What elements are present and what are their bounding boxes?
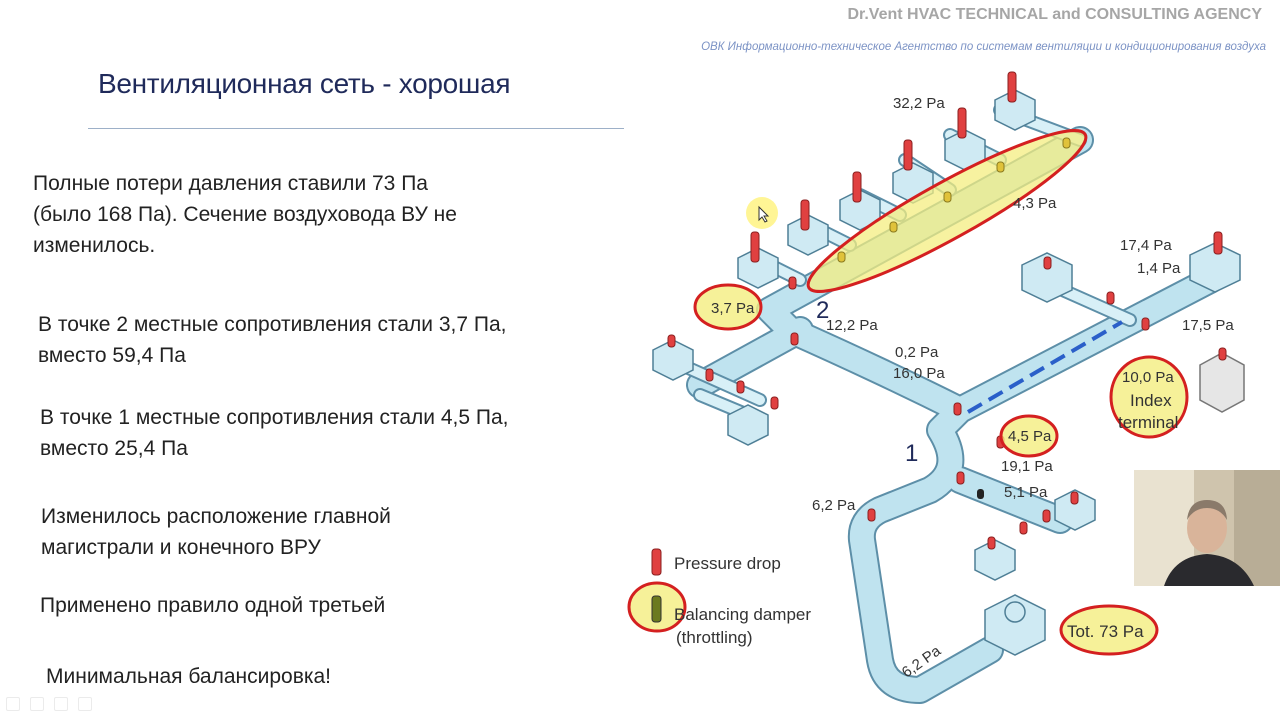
label-5-1: 5,1 Pa	[1004, 484, 1048, 501]
text-line: (было 168 Па). Сечение воздуховода ВУ не	[33, 203, 457, 226]
point-2-number: 2	[816, 297, 829, 324]
black-damper-marker	[977, 489, 984, 499]
label-17-5: 17,5 Pa	[1182, 317, 1234, 334]
slide-title: Вентиляционная сеть - хорошая	[98, 68, 511, 99]
paragraph-one-third-rule: Применено правило одной третьей	[40, 594, 386, 617]
slides-icon[interactable]	[54, 697, 68, 711]
fan-symbol	[1004, 601, 1026, 623]
text-line: изменилось.	[33, 234, 156, 257]
paragraph-minimal-balancing: Минимальная балансировка!	[46, 665, 332, 688]
label-3-7: 3,7 Pa	[711, 300, 755, 317]
agency-name: Dr.Vent HVAC TECHNICAL and CONSULTING AG…	[847, 6, 1262, 23]
text-line: Полные потери давления ставили 73 Па	[33, 172, 428, 195]
prev-slide-icon[interactable]	[6, 697, 20, 711]
terminal-units	[652, 89, 1241, 656]
text-line: Изменилось расположение главной	[41, 505, 391, 528]
label-16-0: 16,0 Pa	[893, 365, 945, 382]
balancing-damper-markers	[837, 137, 1071, 263]
point-1-number: 1	[905, 440, 918, 467]
title-divider	[88, 128, 624, 129]
paragraph-total-loss: Полные потери давления ставили 73 Па (бы…	[33, 168, 457, 261]
label-total: Tot. 73 Pa	[1067, 622, 1144, 641]
label-6-2-a: 6,2 Pa	[812, 497, 856, 514]
paragraph-point-1: В точке 1 местные сопротивления стали 4,…	[40, 402, 508, 464]
cursor-icon	[758, 205, 770, 223]
legend-pressure-drop-label: Pressure drop	[674, 554, 781, 573]
paragraph-point-2: В точке 2 местные сопротивления стали 3,…	[38, 309, 506, 371]
legend-balancing-damper-label: Balancing damper	[674, 605, 811, 624]
label-terminal: terminal	[1118, 413, 1178, 432]
label-0-2: 0,2 Pa	[895, 344, 939, 361]
label-17-4: 17,4 Pa	[1120, 237, 1172, 254]
pressure-drop-markers	[667, 71, 1227, 550]
text-line: В точке 1 местные сопротивления стали 4,…	[40, 406, 509, 429]
webcam-overlay	[1134, 470, 1280, 586]
highlight-3-7	[693, 283, 763, 331]
label-10-0: 10,0 Pa	[1122, 369, 1174, 386]
highlight-4-5	[999, 414, 1059, 458]
index-terminal-box	[1199, 352, 1245, 413]
highlight-index-terminal	[1109, 355, 1189, 439]
label-4-5: 4,5 Pa	[1008, 428, 1052, 445]
agency-subtitle: ОВК Информационно-техническое Агентство …	[701, 41, 1266, 53]
text-line: вместо 25,4 Па	[40, 437, 188, 460]
legend-throttling-label: (throttling)	[676, 628, 753, 647]
next-slide-icon[interactable]	[78, 697, 92, 711]
presenter-video	[1134, 470, 1280, 586]
label-1-4: 1,4 Pa	[1137, 260, 1181, 277]
highlighted-branch	[806, 129, 1088, 293]
text-line: магистрали и конечного ВРУ	[41, 536, 321, 559]
label-32-2: 32,2 Pa	[893, 95, 945, 112]
highlight-total	[1059, 604, 1159, 656]
text-line: вместо 59,4 Па	[38, 344, 186, 367]
index-route-line	[966, 320, 1124, 414]
label-index: Index	[1130, 391, 1172, 410]
label-12-2: 12,2 Pa	[826, 317, 878, 334]
legend-balancing-damper-icon	[651, 595, 662, 623]
paragraph-main-line: Изменилось расположение главной магистра…	[41, 501, 391, 563]
legend-pressure-drop-icon	[651, 548, 662, 576]
label-4-3: 4,3 Pa	[1013, 195, 1057, 212]
label-19-1: 19,1 Pa	[1001, 458, 1053, 475]
legend: Pressure drop Balancing damper (throttli…	[651, 548, 811, 647]
slide-toolbar	[6, 697, 106, 715]
text-line: В точке 2 местные сопротивления стали 3,…	[38, 313, 507, 336]
pen-icon[interactable]	[30, 697, 44, 711]
ventilation-network-diagram: 32,2 Pa 4,3 Pa 17,4 Pa 1,4 Pa 17,5 Pa 3,…	[627, 71, 1245, 704]
